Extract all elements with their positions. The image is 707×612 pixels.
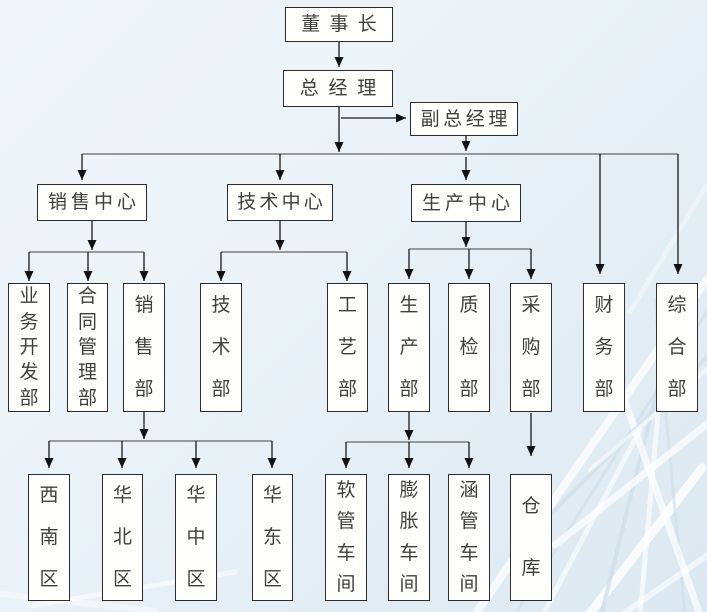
- org-node-label: 董事长: [301, 14, 377, 35]
- org-node-sales-center: 销售中心: [37, 184, 147, 221]
- org-node-warehouse: 仓库: [510, 474, 552, 601]
- org-node-label: 工艺部: [337, 294, 357, 401]
- org-node-region-southwest: 西南区: [28, 474, 70, 601]
- org-node-label: 华东区: [262, 485, 282, 590]
- org-node-label: 采购部: [521, 294, 541, 401]
- org-node-production-center: 生产中心: [411, 184, 521, 222]
- org-node-purchasing-dept: 采购部: [510, 283, 552, 412]
- org-node-label: 质检部: [459, 294, 479, 401]
- org-node-label: 涵管车间: [459, 480, 479, 595]
- org-node-general-manager: 总经理: [283, 70, 393, 107]
- org-node-label: 生产部: [399, 294, 419, 401]
- org-node-label: 华中区: [186, 485, 206, 590]
- org-node-business-dev-dept: 业务开发部: [8, 283, 50, 412]
- org-node-region-central: 华中区: [175, 474, 217, 601]
- org-node-label: 财务部: [594, 294, 614, 401]
- org-node-label: 膨胀车间: [399, 480, 419, 595]
- org-node-label: 销售部: [134, 294, 154, 401]
- org-node-label: 销售中心: [47, 192, 136, 213]
- org-node-label: 软管车间: [336, 480, 356, 595]
- org-node-chairman: 董事长: [285, 7, 393, 42]
- org-node-label: 副总经理: [420, 108, 508, 130]
- org-node-tech-center: 技术中心: [227, 184, 333, 221]
- org-node-tech-dept: 技术部: [200, 283, 242, 412]
- org-node-hose-workshop: 软管车间: [325, 474, 367, 601]
- org-node-culvert-workshop: 涵管车间: [448, 474, 490, 601]
- org-node-label: 综合部: [667, 294, 687, 401]
- org-node-sales-dept: 销售部: [123, 283, 165, 412]
- org-node-label: 华北区: [112, 485, 132, 590]
- org-node-label: 合同管理部: [77, 286, 97, 409]
- org-node-label: 技术部: [211, 294, 231, 401]
- org-node-expansion-workshop: 膨胀车间: [388, 474, 430, 601]
- org-node-process-dept: 工艺部: [327, 283, 368, 412]
- org-node-production-dept: 生产部: [388, 283, 430, 412]
- org-node-region-east: 华东区: [252, 474, 293, 601]
- org-node-finance-dept: 财务部: [583, 283, 625, 412]
- org-node-label: 生产中心: [421, 192, 510, 214]
- org-node-label: 总经理: [299, 78, 377, 99]
- org-node-label: 西南区: [39, 485, 59, 590]
- org-node-label: 技术中心: [237, 192, 323, 213]
- org-node-contract-mgmt-dept: 合同管理部: [67, 283, 108, 412]
- org-node-quality-dept: 质检部: [448, 283, 490, 412]
- org-node-label: 仓库: [521, 495, 541, 580]
- org-node-label: 业务开发部: [19, 286, 39, 409]
- org-node-general-affairs-dept: 综合部: [656, 283, 698, 412]
- org-node-region-north: 华北区: [102, 474, 143, 601]
- org-node-deputy-general-manager: 副总经理: [410, 102, 518, 136]
